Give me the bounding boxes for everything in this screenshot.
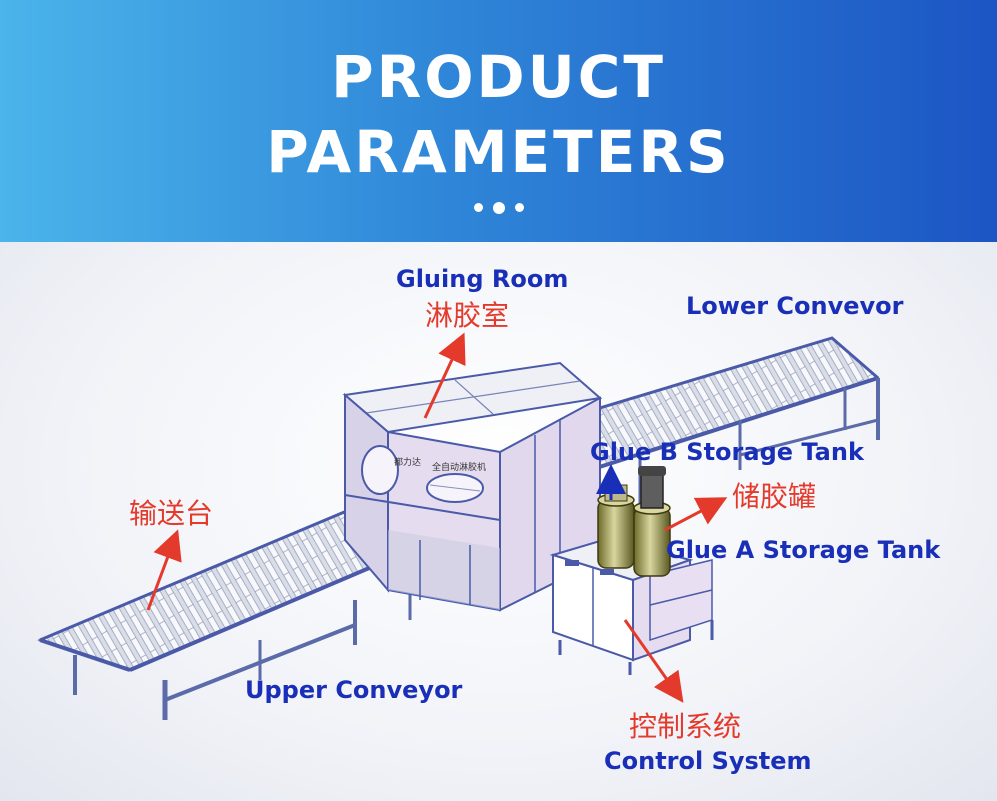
header-banner: PRODUCT PARAMETERS	[0, 0, 997, 242]
label-storage-tank-cn: 储胶罐	[732, 480, 817, 513]
banner-dots	[0, 197, 997, 216]
dot-icon	[473, 203, 483, 212]
glue-tanks	[597, 466, 671, 577]
banner-title-line1: PRODUCT	[331, 43, 666, 111]
cabinet-model-text: 全自动淋胶机	[432, 463, 487, 473]
label-glue-a-tank: Glue A Storage Tank	[666, 536, 941, 564]
annotation-arrows	[146, 332, 728, 703]
banner-title-line2: PARAMETERS	[266, 118, 731, 186]
label-control-system-en: Control System	[604, 747, 812, 775]
lower-conveyor	[558, 336, 880, 510]
label-gluing-room-en: Gluing Room	[396, 265, 569, 293]
label-lower-conveyor: Lower Convevor	[686, 292, 904, 320]
label-gluing-room-cn: 淋胶室	[425, 299, 510, 332]
dot-icon	[514, 203, 524, 212]
gluing-room-cabinet	[342, 361, 603, 612]
label-control-system-cn: 控制系统	[629, 710, 742, 743]
dot-icon	[492, 201, 505, 214]
label-glue-b-tank: Glue B Storage Tank	[590, 438, 864, 466]
label-upper-conveyor: Upper Conveyor	[245, 676, 463, 704]
cabinet-brand-text: 都力达	[394, 458, 422, 468]
label-conveyor-table-cn: 输送台	[129, 497, 214, 530]
